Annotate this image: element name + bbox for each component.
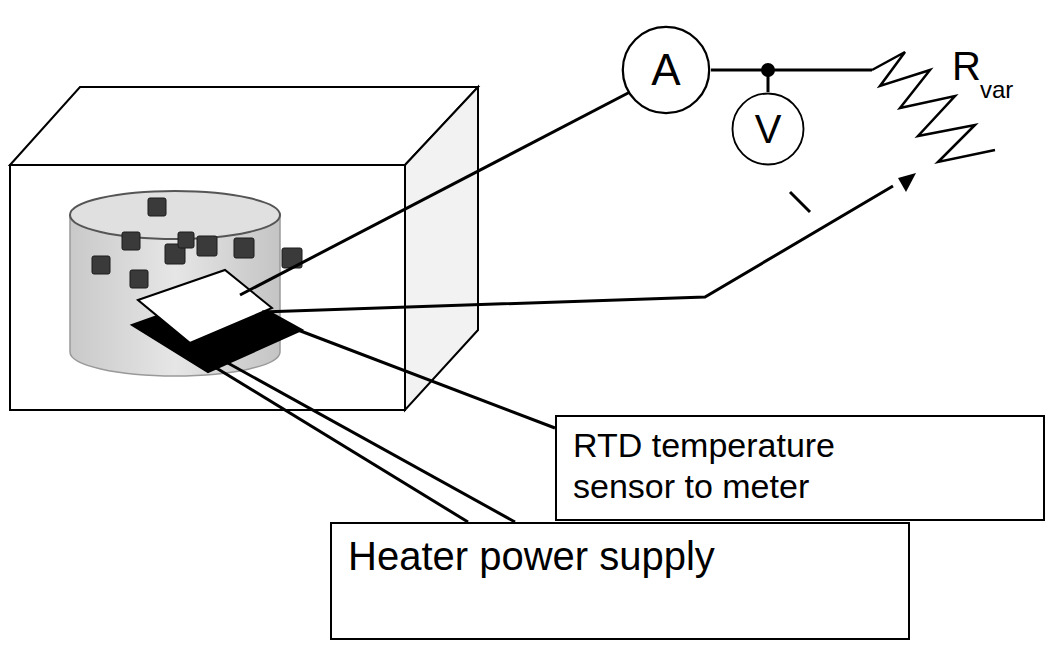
ammeter-circle: A bbox=[621, 25, 711, 115]
resistor-label: R bbox=[952, 46, 981, 86]
sample-plate bbox=[138, 270, 272, 343]
wire-connector bbox=[711, 63, 775, 92]
resistor-subscript: var bbox=[980, 78, 1013, 102]
enclosure-side bbox=[405, 87, 478, 410]
enclosure-top bbox=[10, 87, 478, 165]
callout-text: RTD temperature sensor to meter bbox=[573, 425, 903, 507]
callout-box: Heater power supply bbox=[330, 522, 910, 640]
meter-letter: A bbox=[651, 44, 680, 97]
bath-top bbox=[70, 191, 280, 239]
meter-letter: V bbox=[755, 105, 782, 153]
voltmeter-circle: V bbox=[731, 92, 805, 166]
callout-box: RTD temperature sensor to meter bbox=[555, 415, 1045, 521]
wiper-arrowhead bbox=[898, 173, 916, 192]
cubes bbox=[92, 198, 302, 288]
callout-text: Heater power supply bbox=[348, 532, 892, 580]
enclosure-front bbox=[10, 165, 405, 410]
